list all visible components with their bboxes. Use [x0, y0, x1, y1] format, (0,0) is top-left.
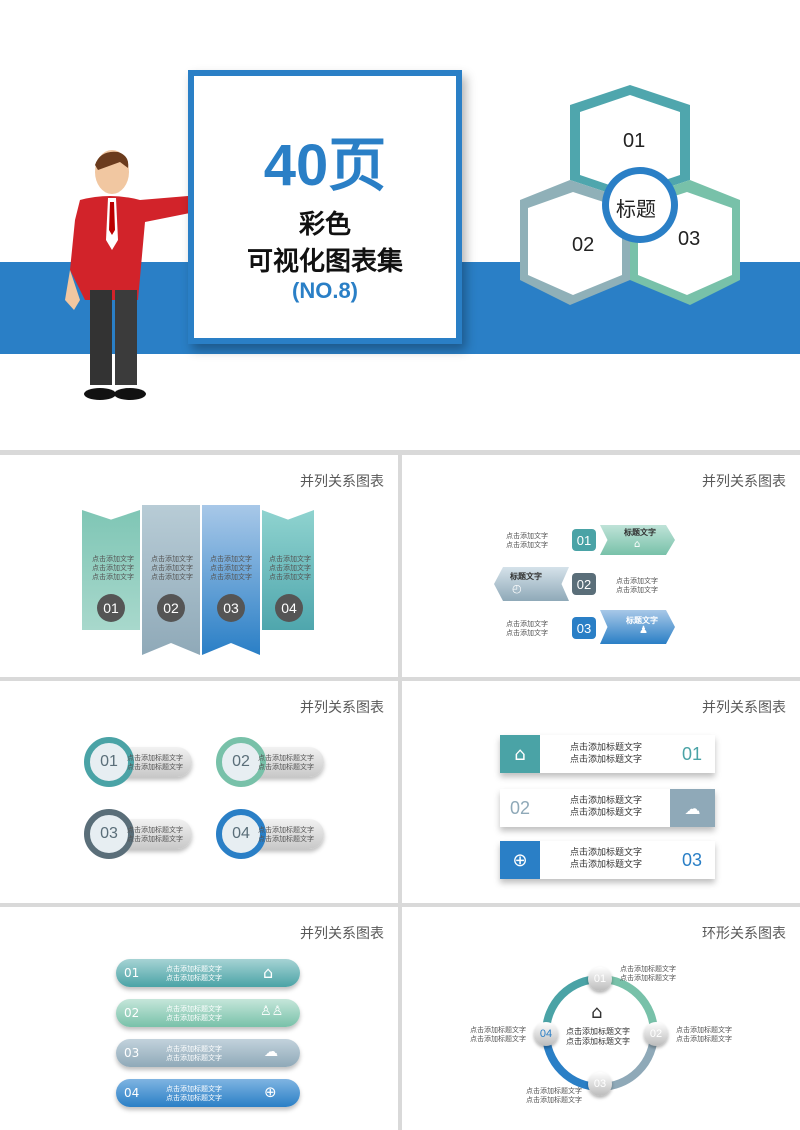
hex-num-03: 03	[678, 228, 700, 251]
home-icon: ⌂	[591, 1002, 602, 1023]
arrow-1-label: 标题文字	[624, 527, 656, 538]
pill-text-03: 点击添加标题文字 点击添加标题文字	[127, 826, 183, 844]
bar-02-num: 02	[124, 1006, 139, 1020]
pill-text-04: 点击添加标题文字 点击添加标题文字	[258, 826, 314, 844]
ring-node-02: 02	[644, 1022, 668, 1046]
slide-parallel-banners: 并列关系图表 点击添加文字 点击添加文字 点击添加文字 点击添加文字 点击添加文…	[0, 455, 398, 677]
banner-02-text: 点击添加文字 点击添加文字 点击添加文字	[151, 555, 193, 582]
cover-slide: 40页 彩色 可视化图表集 (NO.8) 标题 01 02 03	[0, 0, 800, 450]
bar-04-text: 点击添加标题文字 点击添加标题文字	[166, 1085, 222, 1103]
arrow-2-label: 标题文字	[510, 571, 542, 582]
ring-text-01: 点击添加标题文字 点击添加标题文字	[620, 965, 676, 983]
banner-num-02: 02	[157, 594, 185, 622]
chat-icon: ☁	[264, 1044, 278, 1060]
people-icon: ♟	[639, 625, 648, 636]
row-01-num: 01	[682, 744, 702, 765]
slide-bars: 并列关系图表 01 点击添加标题文字 点击添加标题文字 ⌂ 02 点击添加标题文…	[0, 907, 398, 1130]
row-01-icon-box: ⌂	[500, 735, 540, 773]
row-03-icon-box: ⊕	[500, 841, 540, 879]
slide-rows: 并列关系图表 ⌂ 点击添加标题文字 点击添加标题文字 01 02 点击添加标题文…	[402, 681, 800, 903]
cover-title-box: 40页 彩色 可视化图表集 (NO.8)	[188, 70, 462, 344]
slide-title: 环形关系图表	[702, 923, 786, 943]
slide-title: 并列关系图表	[300, 697, 384, 717]
cover-title-line2: 可视化图表集	[194, 241, 456, 278]
slide-pills: 并列关系图表 01 点击添加标题文字 点击添加标题文字 02 点击添加标题文字 …	[0, 681, 398, 903]
slide-title: 并列关系图表	[300, 471, 384, 491]
row-02-num: 02	[510, 798, 530, 819]
bar-03-text: 点击添加标题文字 点击添加标题文字	[166, 1045, 222, 1063]
left-text-3: 点击添加文字 点击添加文字	[506, 620, 548, 638]
slide-title: 并列关系图表	[300, 923, 384, 943]
family-icon: ♙♙	[260, 1004, 283, 1019]
plus-icon: ⊕	[512, 850, 527, 871]
banner-num-03: 03	[217, 594, 245, 622]
bar-04-num: 04	[124, 1086, 139, 1100]
cover-title-line1: 彩色	[194, 204, 456, 241]
home-icon: ⌂	[514, 744, 525, 765]
left-text-1: 点击添加文字 点击添加文字	[506, 532, 548, 550]
bar-01-text: 点击添加标题文字 点击添加标题文字	[166, 965, 222, 983]
ring-text-04: 点击添加标题文字 点击添加标题文字	[470, 1026, 526, 1044]
row-02-text: 点击添加标题文字 点击添加标题文字	[570, 795, 642, 819]
ring-node-03: 03	[588, 1072, 612, 1096]
ring-node-04: 04	[534, 1022, 558, 1046]
slide-title: 并列关系图表	[702, 471, 786, 491]
pill-text-01: 点击添加标题文字 点击添加标题文字	[127, 754, 183, 772]
hex-num-01: 01	[623, 130, 645, 153]
home-icon: ⌂	[634, 539, 640, 550]
bar-01-num: 01	[124, 966, 139, 980]
banner-num-04: 04	[275, 594, 303, 622]
banner-03-text: 点击添加文字 点击添加文字 点击添加文字	[210, 555, 252, 582]
hex-num-01: 01	[572, 529, 596, 551]
cover-subtitle: (NO.8)	[194, 278, 456, 304]
banner-num-01: 01	[97, 594, 125, 622]
hex-num-02: 02	[572, 573, 596, 595]
row-01-text: 点击添加标题文字 点击添加标题文字	[570, 742, 642, 766]
hex-num-02: 02	[572, 234, 594, 257]
clock-icon: ◴	[512, 582, 522, 595]
pill-text-02: 点击添加标题文字 点击添加标题文字	[258, 754, 314, 772]
row-03-text: 点击添加标题文字 点击添加标题文字	[570, 847, 642, 871]
right-text-2: 点击添加文字 点击添加文字	[616, 577, 658, 595]
slide-title: 并列关系图表	[702, 697, 786, 717]
ring-center-text: 点击添加标题文字 点击添加标题文字	[566, 1027, 630, 1047]
ring-text-03: 点击添加标题文字 点击添加标题文字	[526, 1087, 582, 1105]
hex-center-label: 标题	[616, 193, 656, 222]
ring-node-01: 01	[588, 967, 612, 991]
plus-icon: ⊕	[264, 1083, 277, 1101]
row-02-icon-box: ☁	[670, 789, 715, 827]
slide-ring: 环形关系图表 ⌂ 点击添加标题文字 点击添加标题文字 01 02 03 04 点…	[402, 907, 800, 1130]
banner-01-text: 点击添加文字 点击添加文字 点击添加文字	[92, 555, 134, 582]
banner-04-text: 点击添加文字 点击添加文字 点击添加文字	[269, 555, 311, 582]
chat-icon: ☁	[685, 799, 701, 818]
home-icon: ⌂	[263, 963, 273, 982]
slide-arrow-hexes: 并列关系图表 点击添加文字 点击添加文字 01 标题文字 ⌂ 标题文字 ◴ 02…	[402, 455, 800, 677]
ring-text-02: 点击添加标题文字 点击添加标题文字	[676, 1026, 732, 1044]
hex-num-03: 03	[572, 617, 596, 639]
bar-02-text: 点击添加标题文字 点击添加标题文字	[166, 1005, 222, 1023]
bar-03-num: 03	[124, 1046, 139, 1060]
big-number: 40页	[194, 118, 456, 202]
row-03-num: 03	[682, 850, 702, 871]
